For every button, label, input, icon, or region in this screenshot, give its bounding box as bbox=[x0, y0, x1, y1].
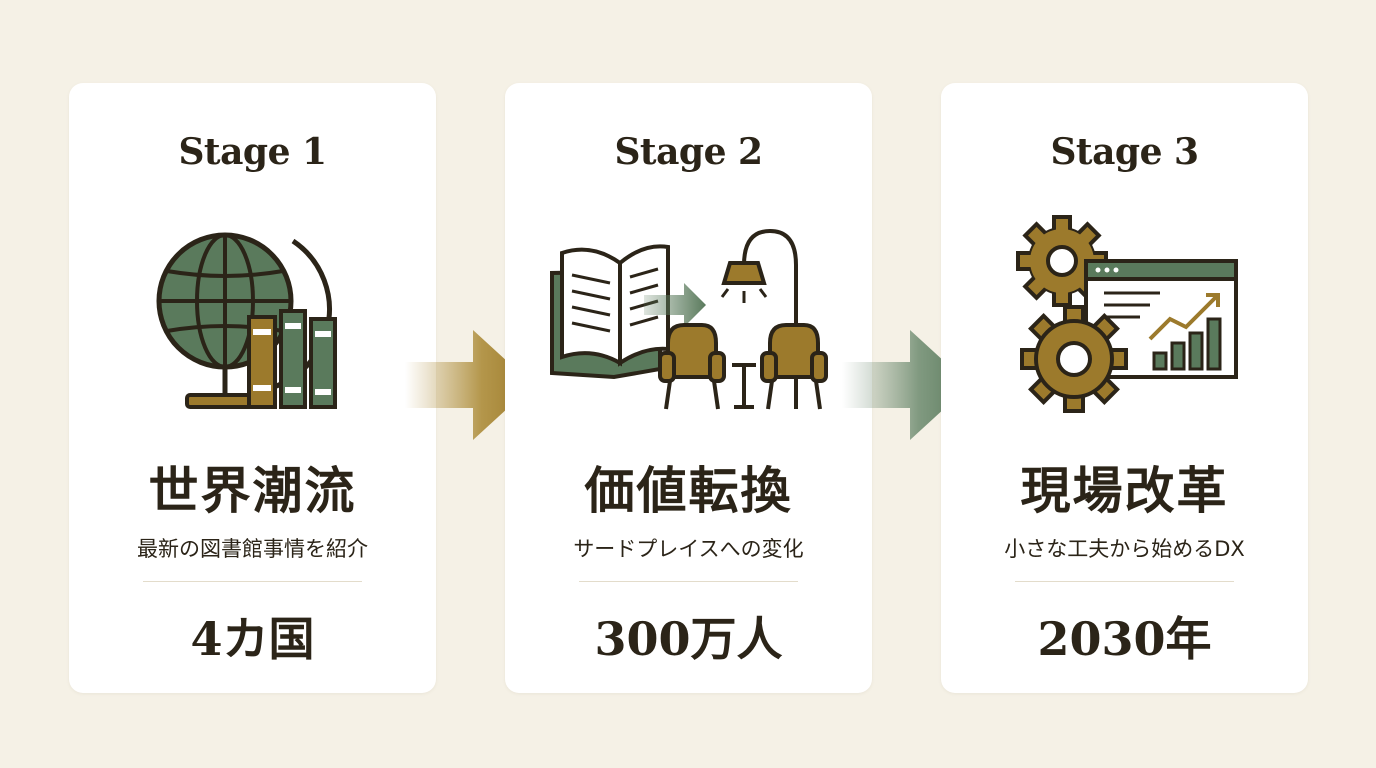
stage-title: 世界潮流 bbox=[148, 461, 357, 520]
stage-subtitle: サードプレイスへの変化 bbox=[573, 537, 804, 561]
arrow-right-icon bbox=[842, 330, 972, 444]
stage-title: 価値転換 bbox=[584, 461, 793, 520]
divider bbox=[143, 581, 362, 582]
stage-subtitle: 最新の図書館事情を紹介 bbox=[137, 537, 368, 561]
stage-metric: 300万人 bbox=[594, 612, 783, 666]
stage-card-3: Stage 3 bbox=[941, 83, 1308, 693]
divider bbox=[1015, 581, 1234, 582]
stage-metric: 4カ国 bbox=[190, 612, 315, 666]
stage-card-1: Stage 1 世界潮流 最新の図書館事情を紹介 bbox=[69, 83, 436, 693]
stage-metric: 2030年 bbox=[1037, 612, 1212, 666]
arrow-right-icon bbox=[405, 330, 535, 444]
divider bbox=[579, 581, 798, 582]
stage-label: Stage 1 bbox=[178, 131, 327, 173]
stage-title: 現場改革 bbox=[1020, 461, 1229, 520]
stage-label: Stage 3 bbox=[1050, 131, 1199, 173]
stage-label: Stage 2 bbox=[614, 131, 763, 173]
gears-and-dashboard-icon bbox=[941, 213, 1308, 423]
stage-card-2: Stage 2 bbox=[505, 83, 872, 693]
book-to-lounge-icon bbox=[505, 213, 872, 423]
globe-and-books-icon bbox=[69, 213, 436, 423]
stage-subtitle: 小さな工夫から始めるDX bbox=[1004, 537, 1245, 561]
